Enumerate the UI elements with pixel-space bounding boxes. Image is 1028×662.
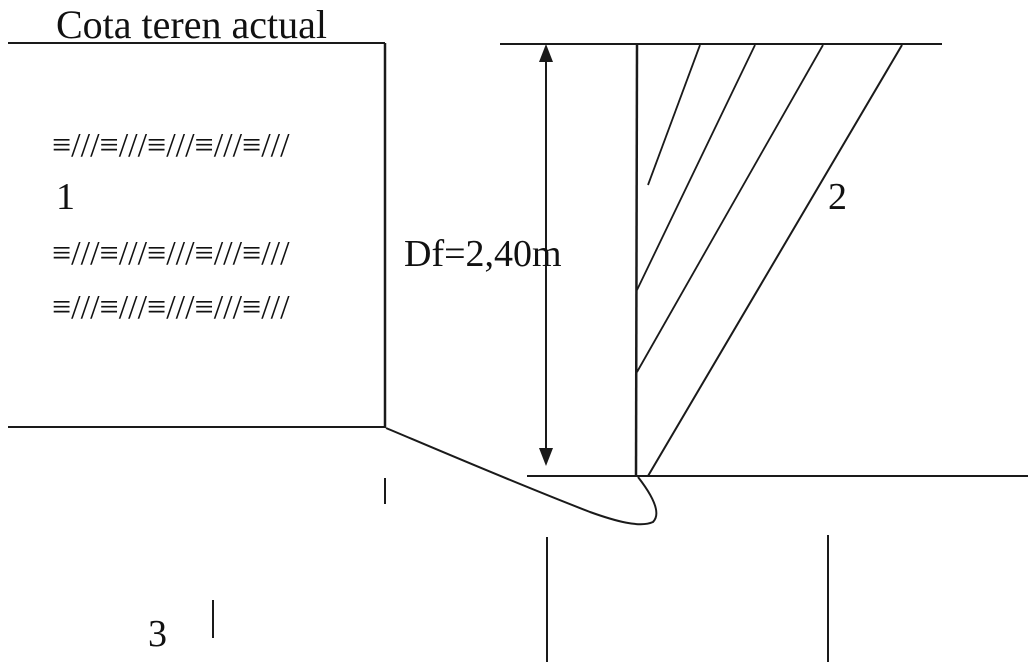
wedge-hatch-line: [636, 44, 824, 373]
soil-hatch-row-1: ≡///≡///≡///≡///≡///: [52, 127, 290, 164]
wedge-hatch-line: [647, 44, 701, 186]
wedge-hatch-line: [636, 44, 756, 291]
excavation-slope-curve: [385, 427, 658, 526]
layer-3-label: 3: [148, 613, 167, 655]
layer-2-label: 2: [828, 176, 847, 218]
layer-1-label: 1: [56, 176, 75, 218]
retaining-wall-line: [634, 43, 639, 477]
depth-arrow-bottom-icon: [539, 448, 553, 466]
soil-hatch-row-2: ≡///≡///≡///≡///≡///: [52, 235, 290, 272]
depth-arrow-top-icon: [539, 44, 553, 62]
soil-hatch-row-3: ≡///≡///≡///≡///≡///: [52, 289, 290, 326]
backfill-wedge: [636, 44, 903, 477]
depth-label: Df=2,40m: [404, 233, 562, 275]
ground-level-label: Cota teren actual: [56, 2, 327, 47]
wedge-outer-slope-line: [647, 44, 903, 477]
